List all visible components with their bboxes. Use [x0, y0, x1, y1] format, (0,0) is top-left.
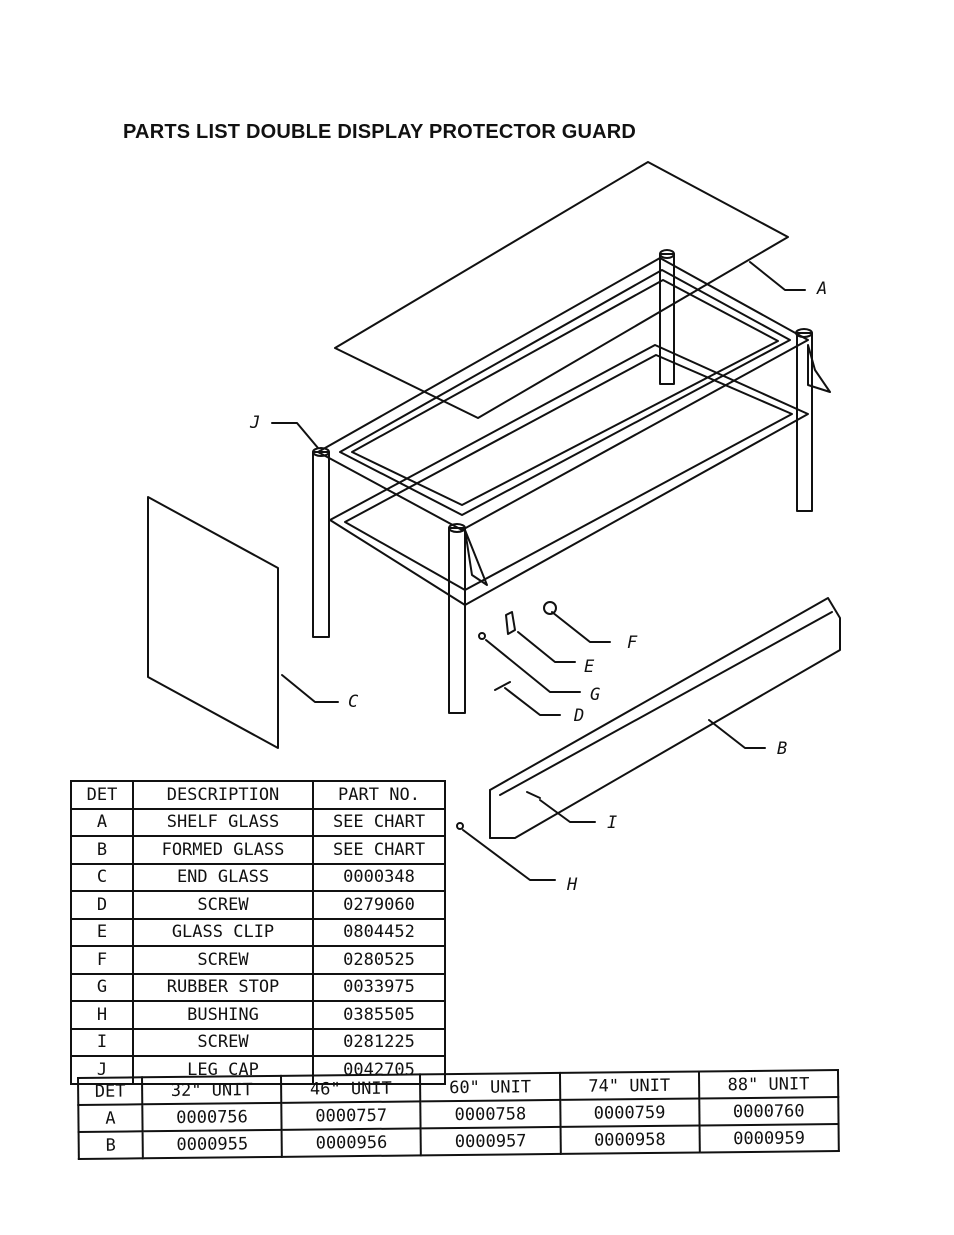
- callout-d: D: [574, 706, 585, 726]
- callout-c: C: [348, 692, 359, 712]
- cell-det: D: [70, 890, 134, 920]
- callout-j: J: [250, 413, 261, 433]
- table-header-row: DET DESCRIPTION PART NO.: [70, 780, 446, 810]
- cell-description: BUSHING: [132, 1000, 314, 1030]
- cell-det: H: [70, 1000, 134, 1030]
- cell-det: C: [70, 862, 134, 892]
- frame-top: [317, 257, 809, 531]
- cell-description: SCREW: [132, 945, 314, 975]
- cell-det: E: [70, 917, 134, 947]
- leg: [312, 451, 330, 638]
- cell-part-no: 0000959: [699, 1124, 839, 1153]
- header-unit: 46" UNIT: [281, 1074, 421, 1103]
- callout-h: H: [567, 875, 578, 895]
- cell-description: SHELF GLASS: [132, 807, 314, 837]
- cell-det: J: [70, 1055, 134, 1085]
- cell-part-no: 0281225: [312, 1027, 446, 1057]
- cell-description: SCREW: [132, 1027, 314, 1057]
- cell-part-no: 0000757: [281, 1101, 421, 1130]
- cell-part-no: 0385505: [312, 1000, 446, 1030]
- shelf-glass-part: [334, 161, 789, 419]
- unit-chart-table: DET 32" UNIT 46" UNIT 60" UNIT 74" UNIT …: [77, 1069, 840, 1160]
- header-det: DET: [70, 780, 134, 810]
- end-glass-part: [147, 496, 279, 749]
- cell-part-no: 0000756: [142, 1102, 282, 1132]
- cell-description: LEG CAP: [132, 1055, 314, 1085]
- header-unit: 88" UNIT: [698, 1070, 839, 1099]
- frame-lower: [329, 344, 809, 606]
- cell-description: END GLASS: [132, 862, 314, 892]
- cell-part-no: 0279060: [312, 890, 446, 920]
- callout-e: E: [584, 657, 595, 677]
- cell-part-no: SEE CHART: [312, 835, 446, 865]
- leg: [796, 332, 813, 512]
- cell-det: A: [78, 1104, 143, 1132]
- cell-part-no: 0000759: [559, 1098, 700, 1127]
- callout-i: I: [607, 813, 618, 833]
- cell-det: B: [70, 835, 134, 865]
- cell-description: RUBBER STOP: [132, 972, 314, 1002]
- cell-part-no: 0000955: [142, 1129, 283, 1159]
- cell-det: A: [70, 807, 134, 837]
- cell-part-no: 0000348: [312, 862, 446, 892]
- header-det: DET: [78, 1077, 143, 1105]
- cell-part-no: 0000758: [420, 1099, 561, 1129]
- header-unit: 32" UNIT: [142, 1075, 282, 1105]
- cell-part-no: 0042705: [312, 1055, 446, 1085]
- callout-g: G: [590, 685, 601, 705]
- cell-part-no: 0000760: [699, 1097, 839, 1126]
- cell-part-no: 0000958: [560, 1125, 700, 1154]
- cell-part-no: 0000956: [281, 1128, 422, 1157]
- callout-a: A: [817, 279, 828, 299]
- cell-description: SCREW: [132, 890, 314, 920]
- leg: [448, 527, 466, 714]
- cell-det: B: [78, 1131, 143, 1159]
- cell-det: F: [70, 945, 134, 975]
- header-description: DESCRIPTION: [132, 780, 314, 810]
- cell-description: GLASS CLIP: [132, 917, 314, 947]
- cell-part-no: 0000957: [420, 1126, 561, 1156]
- cell-description: FORMED GLASS: [132, 835, 314, 865]
- header-part-no: PART NO.: [312, 780, 446, 810]
- cell-part-no: 0033975: [312, 972, 446, 1002]
- cell-part-no: 0280525: [312, 945, 446, 975]
- leg: [659, 253, 675, 385]
- callout-b: B: [777, 739, 788, 759]
- header-unit: 60" UNIT: [420, 1072, 560, 1102]
- cell-det: G: [70, 972, 134, 1002]
- callout-f: F: [627, 633, 638, 653]
- header-unit: 74" UNIT: [559, 1071, 700, 1100]
- page-title: PARTS LIST DOUBLE DISPLAY PROTECTOR GUAR…: [123, 121, 637, 143]
- cell-part-no: SEE CHART: [312, 807, 446, 837]
- cell-part-no: 0804452: [312, 917, 446, 947]
- cell-det: I: [70, 1027, 134, 1057]
